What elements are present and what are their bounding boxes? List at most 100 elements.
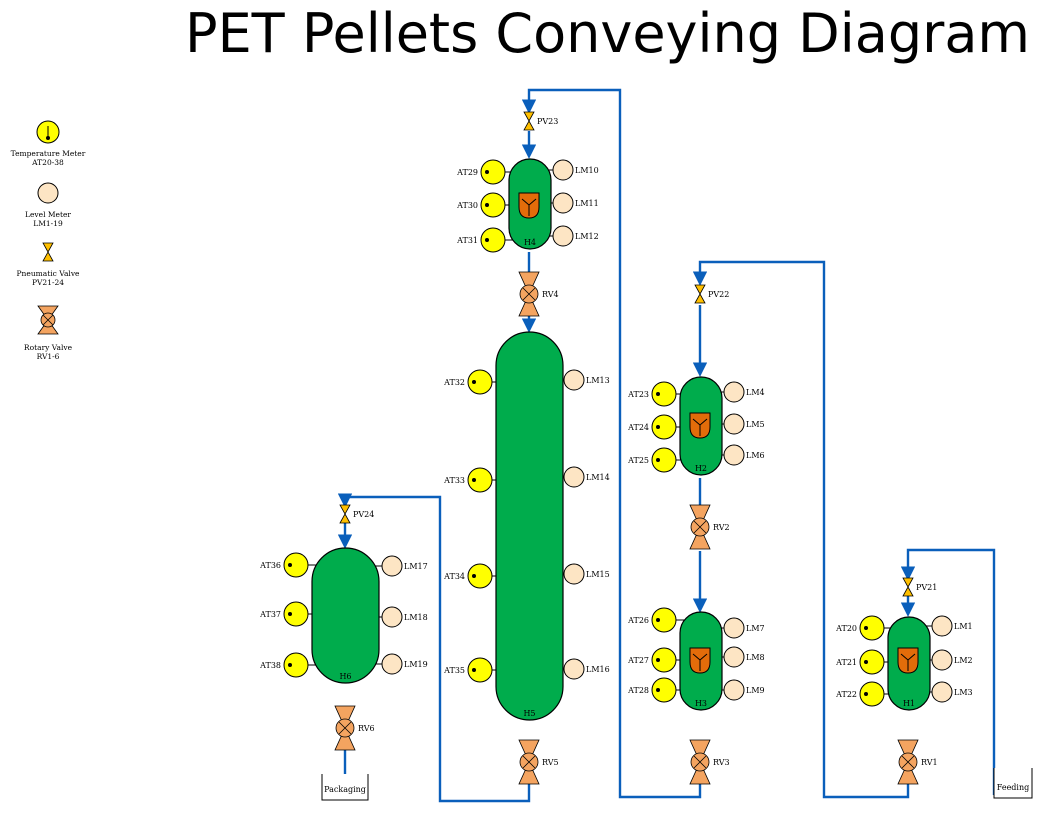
- level-meter-icon: [723, 679, 745, 701]
- temperature-meter-icon: [651, 447, 677, 473]
- temperature-meter-icon: [480, 159, 506, 185]
- temperature-meter-icon: [859, 681, 885, 707]
- meter-dot: [864, 660, 868, 664]
- legend-item-name: Temperature Meter: [11, 149, 86, 158]
- level-meter-icon: [552, 225, 574, 247]
- level-meter-label: LM18: [404, 613, 428, 622]
- temperature-meter-icon: [467, 563, 493, 589]
- rotary-valve-cross: [693, 520, 707, 534]
- level-meter-label: LM13: [586, 376, 610, 385]
- meter-dot: [864, 692, 868, 696]
- level-meter-icon: [723, 381, 745, 403]
- temperature-meter-icon: [859, 615, 885, 641]
- meter-dot: [656, 618, 660, 622]
- meter-dot: [288, 612, 292, 616]
- rotary-valve-label: RV3: [713, 758, 730, 767]
- temperature-meter-icon: [651, 607, 677, 633]
- level-meter-icon: [563, 658, 585, 680]
- meter-dot: [288, 563, 292, 567]
- meter-dot: [472, 478, 476, 482]
- level-meter-icon: [723, 444, 745, 466]
- level-meter-icon: [931, 649, 953, 671]
- conveying-line: [337, 493, 531, 803]
- temperature-meter-label: AT27: [627, 656, 649, 665]
- meter-dot: [656, 458, 660, 462]
- meter-dot: [656, 688, 660, 692]
- legend-item-range: AT20-38: [31, 158, 64, 167]
- level-meter-icon: [552, 159, 574, 181]
- level-meter-label: LM9: [746, 686, 765, 695]
- temperature-meter-icon: [859, 649, 885, 675]
- temperature-meter-label: AT29: [456, 168, 478, 177]
- temperature-meter-label: AT32: [443, 378, 465, 387]
- conveying-line: [521, 88, 702, 799]
- level-meter-icon: [563, 563, 585, 585]
- level-meter-icon: [931, 615, 953, 637]
- pneumatic-valve-label: PV21: [916, 583, 937, 592]
- rotary-valve: [897, 739, 919, 785]
- legend-item-range: PV21-24: [32, 278, 64, 287]
- endpoint-label: Packaging: [324, 785, 366, 794]
- temperature-meter-icon: [283, 652, 309, 678]
- temperature-meter-icon: [651, 677, 677, 703]
- meter-dot: [485, 238, 489, 242]
- page-title: PET Pellets Conveying Diagram: [185, 2, 1031, 65]
- level-meter-icon: [563, 369, 585, 391]
- temperature-meter-label: AT23: [627, 390, 649, 399]
- temperature-meter-label: AT24: [627, 423, 649, 432]
- rotary-valve-label: RV2: [713, 523, 730, 532]
- legend-item-name: Rotary Valve: [24, 343, 73, 352]
- pneumatic-valve-label: PV24: [353, 510, 374, 519]
- temperature-meter-label: AT35: [443, 666, 465, 675]
- pneumatic-valve: [523, 111, 535, 131]
- level-meter-icon: [563, 466, 585, 488]
- hopper-h5: [495, 331, 564, 721]
- rotary-valve-cross: [338, 721, 352, 735]
- temperature-meter-label: AT26: [627, 616, 649, 625]
- rotary-valve-cross: [522, 755, 536, 769]
- level-meter-label: LM17: [404, 562, 428, 571]
- level-meter-label: LM15: [586, 570, 610, 579]
- level-meter-icon: [381, 653, 403, 675]
- pneumatic-valve: [339, 504, 351, 524]
- pneumatic-valve-icon: [902, 577, 914, 597]
- temperature-meter-label: AT30: [456, 201, 478, 210]
- pneumatic-valve-icon: [694, 284, 706, 304]
- temperature-meter-label: AT31: [456, 236, 478, 245]
- level-meter-label: LM7: [746, 624, 765, 633]
- pneumatic-valve: [902, 577, 914, 597]
- meter-dot: [656, 658, 660, 662]
- meter-dot: [485, 170, 489, 174]
- temperature-meter-icon: [651, 381, 677, 407]
- filter-mark: [900, 653, 916, 671]
- level-meter-label: LM8: [746, 653, 765, 662]
- pneumatic-valve-label: PV23: [537, 117, 558, 126]
- hopper-label-h6: H6: [339, 672, 351, 681]
- rotary-valve: [518, 739, 540, 785]
- rotary-valve-label: RV1: [921, 758, 938, 767]
- temperature-meter-icon: [651, 414, 677, 440]
- rotary-valve-label: RV4: [542, 290, 559, 299]
- temperature-meter-label: AT21: [835, 658, 857, 667]
- legend-item-range: LM1-19: [33, 219, 63, 228]
- temperature-meter-icon: [651, 647, 677, 673]
- temperature-meter-label: AT33: [443, 476, 465, 485]
- legend-rotary-valve-cross: [42, 314, 54, 326]
- temperature-meter-label: AT38: [259, 661, 281, 670]
- temperature-meter-label: AT34: [443, 572, 465, 581]
- meter-dot: [472, 380, 476, 384]
- temperature-meter-icon: [480, 192, 506, 218]
- temperature-meter-label: AT20: [835, 624, 857, 633]
- rotary-valve-label: RV5: [542, 758, 559, 767]
- temperature-meter-icon: [467, 369, 493, 395]
- legend-pneumatic-valve-icon: [42, 242, 54, 262]
- endpoint-box: [993, 768, 1033, 799]
- level-meter-label: LM11: [575, 199, 599, 208]
- filter-mark: [521, 198, 537, 216]
- temperature-meter-label: AT25: [627, 456, 649, 465]
- level-meter-icon: [552, 192, 574, 214]
- meter-dot: [864, 626, 868, 630]
- meter-dot: [656, 392, 660, 396]
- level-meter-label: LM4: [746, 388, 765, 397]
